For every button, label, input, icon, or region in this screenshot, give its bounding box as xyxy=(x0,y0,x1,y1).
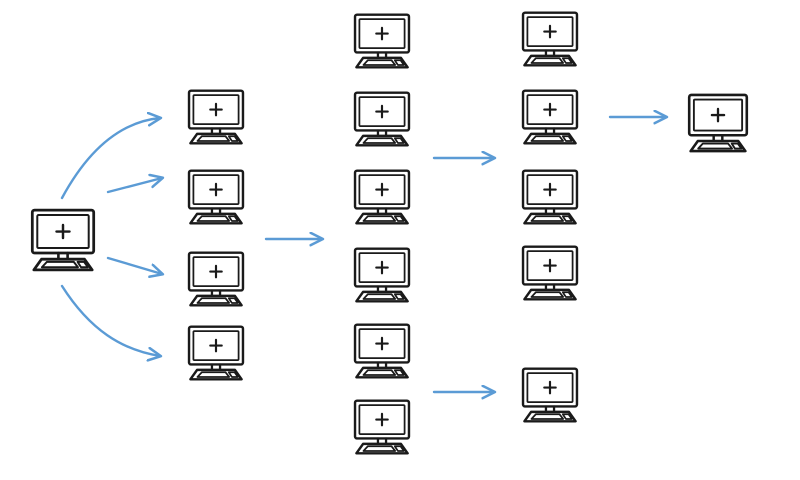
computer-c-3[interactable]: + xyxy=(348,168,416,226)
computer-c-5[interactable]: + xyxy=(348,322,416,380)
computer-d-1[interactable]: + xyxy=(516,10,584,68)
computer-c-2[interactable]: + xyxy=(348,90,416,148)
arrow-source-to-b2 xyxy=(106,178,162,194)
computer-result-1[interactable]: + xyxy=(682,92,754,154)
computer-d-2[interactable]: + xyxy=(516,88,584,146)
computer-d-5[interactable]: + xyxy=(516,366,584,424)
computer-b-2[interactable]: + xyxy=(182,168,250,226)
computer-b-4[interactable]: + xyxy=(182,324,250,382)
computer-b-3[interactable]: + xyxy=(182,250,250,308)
computer-source-1[interactable]: + xyxy=(24,207,102,273)
arrow-source-to-b3 xyxy=(106,256,162,274)
computer-c-4[interactable]: + xyxy=(348,246,416,304)
arrow-source-to-b4 xyxy=(60,284,160,356)
computer-c-6[interactable]: + xyxy=(348,398,416,456)
computer-d-4[interactable]: + xyxy=(516,244,584,302)
computer-c-1[interactable]: + xyxy=(348,12,416,70)
arrow-source-to-b1 xyxy=(60,118,160,200)
computer-b-1[interactable]: + xyxy=(182,88,250,146)
computer-d-3[interactable]: + xyxy=(516,168,584,226)
